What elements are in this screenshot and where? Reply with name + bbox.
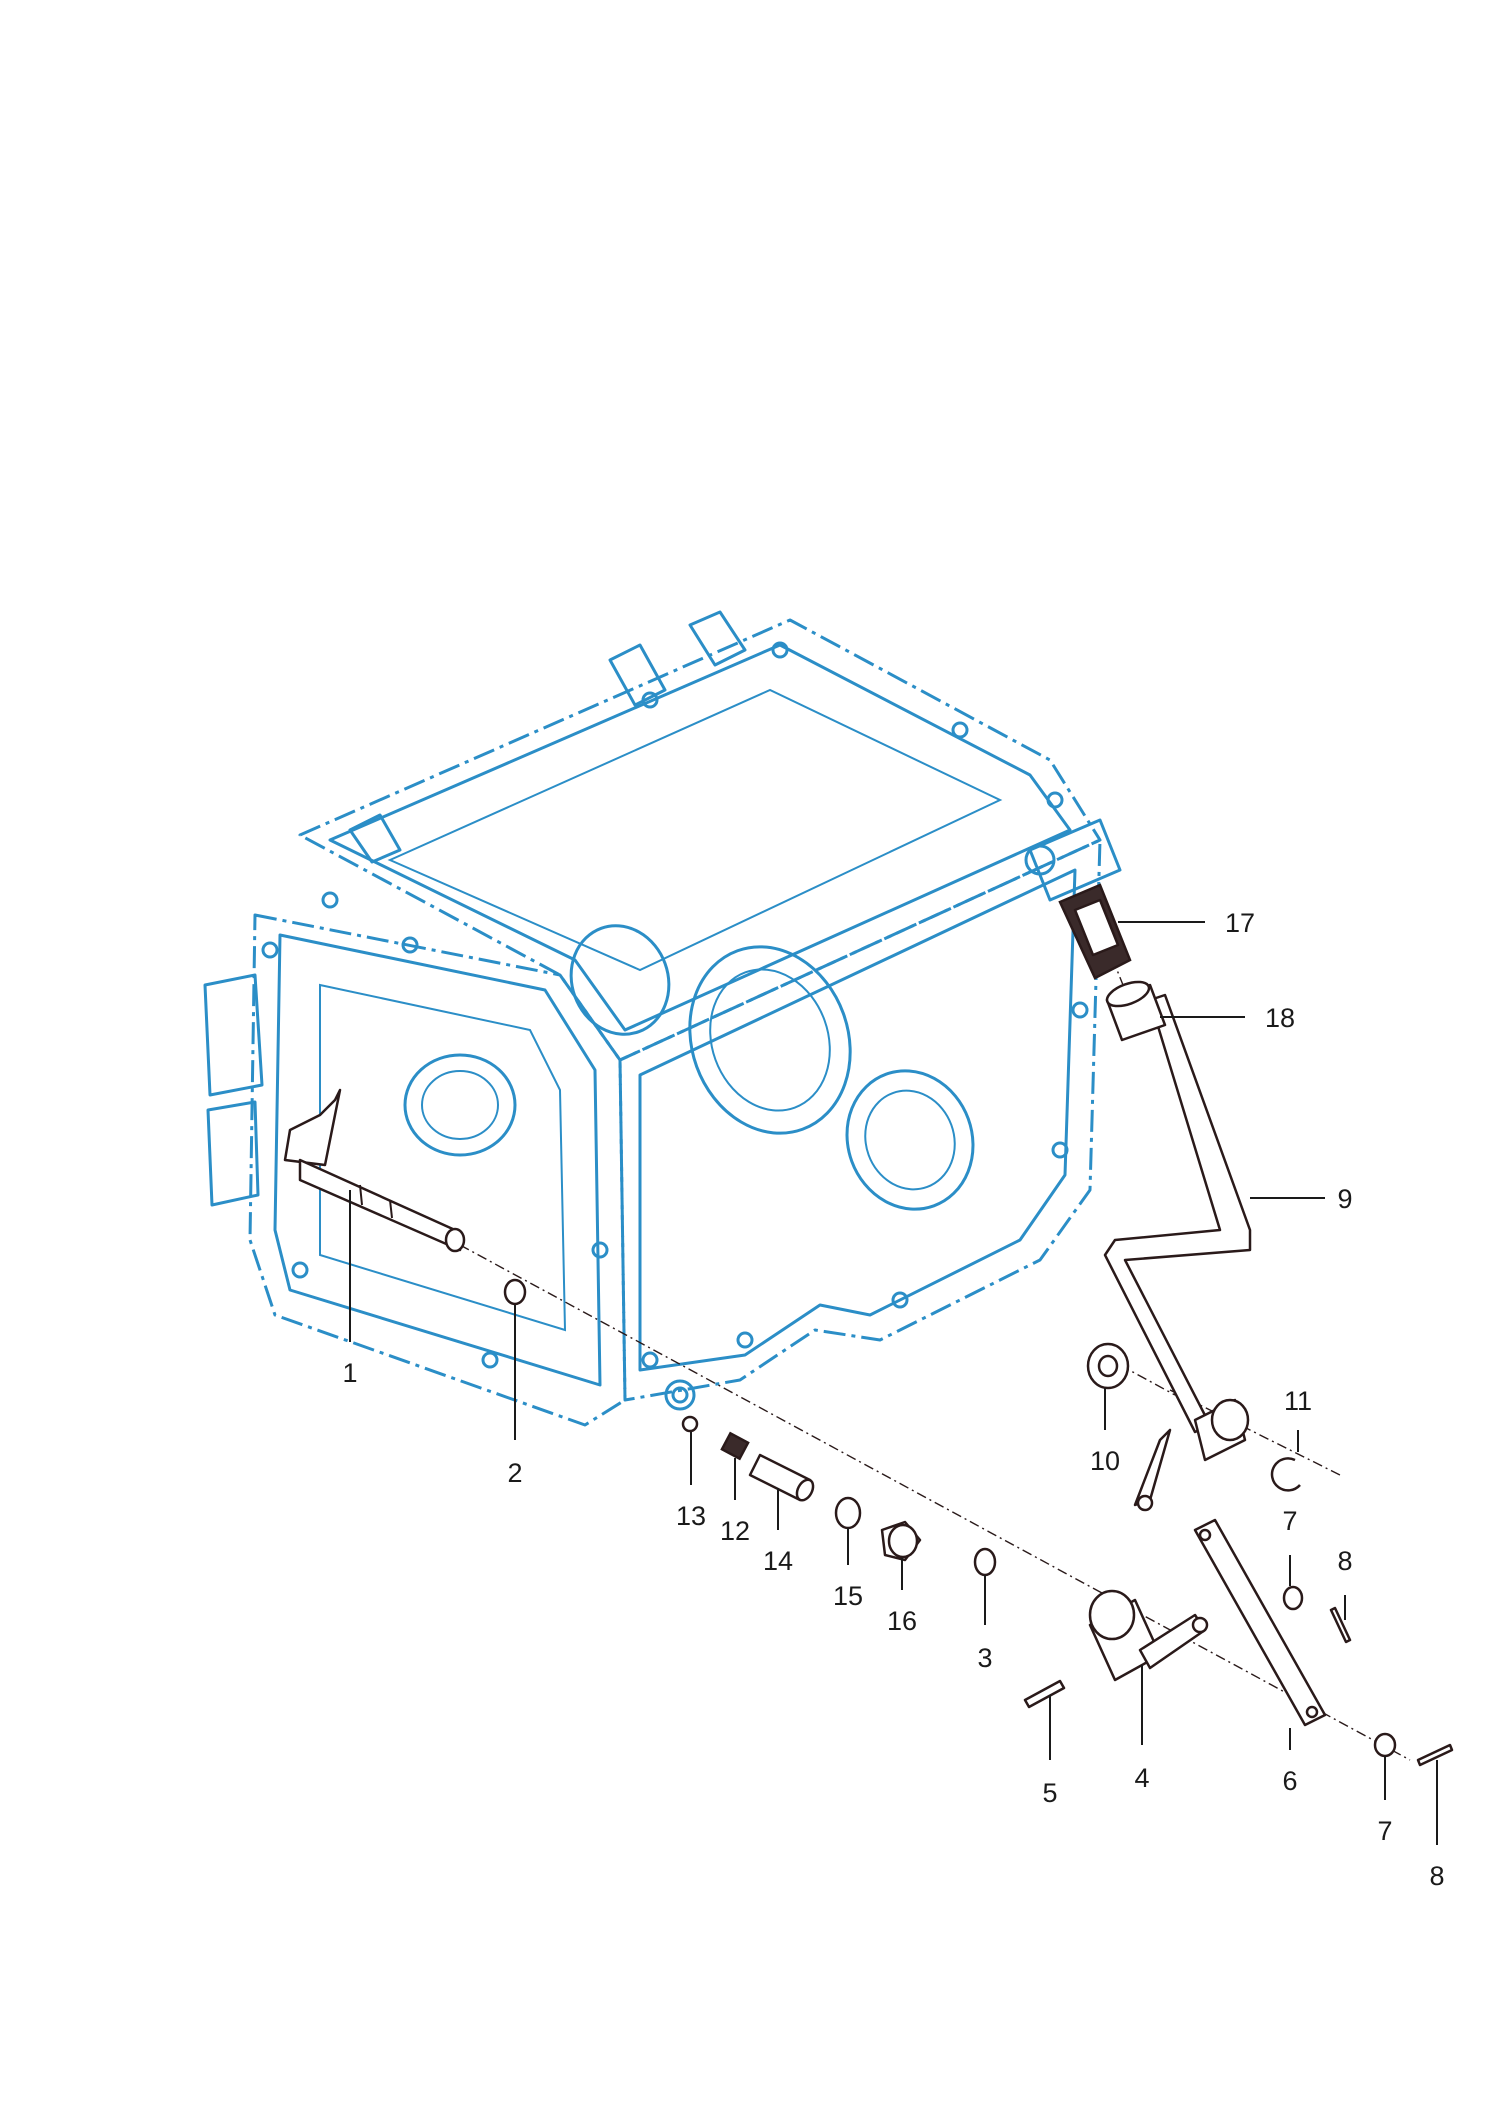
callout-16: 16 xyxy=(887,1606,917,1636)
spring-part xyxy=(720,1431,750,1461)
callout-9: 9 xyxy=(1337,1184,1352,1214)
callout-1: 1 xyxy=(342,1358,357,1388)
pedal-rod-part xyxy=(1103,993,1252,1512)
callout-4: 4 xyxy=(1134,1763,1149,1793)
callout-18: 18 xyxy=(1265,1003,1295,1033)
callout-7-lower: 7 xyxy=(1377,1816,1392,1846)
callout-6: 6 xyxy=(1282,1766,1297,1796)
link-plate-part xyxy=(1193,1518,1327,1727)
snap-ring-part xyxy=(973,1547,997,1577)
cotter-pin-lower-part xyxy=(1416,1743,1454,1767)
callout-7-upper: 7 xyxy=(1282,1506,1297,1536)
parts xyxy=(283,883,1454,1767)
sleeve-part xyxy=(1105,980,1167,1042)
ball-part xyxy=(681,1415,699,1433)
callout-10: 10 xyxy=(1090,1446,1120,1476)
callout-2: 2 xyxy=(507,1458,522,1488)
callout-15: 15 xyxy=(833,1581,863,1611)
callout-3: 3 xyxy=(977,1643,992,1673)
callout-leaders xyxy=(349,921,1438,1845)
callout-8-upper: 8 xyxy=(1337,1546,1352,1576)
callout-11: 11 xyxy=(1284,1386,1312,1416)
pedal-pad-part xyxy=(1058,883,1132,980)
shift-shaft-part xyxy=(283,1088,466,1253)
spring-pin-part xyxy=(1023,1679,1066,1709)
e-clip-part xyxy=(1270,1457,1301,1492)
callout-8-lower: 8 xyxy=(1429,1861,1444,1891)
transmission-housing xyxy=(203,610,1122,1427)
callout-12: 12 xyxy=(720,1516,750,1546)
cotter-pin-upper-part xyxy=(1329,1606,1352,1644)
plunger-part xyxy=(748,1453,815,1502)
washer-upper-part xyxy=(1282,1585,1304,1611)
callout-14: 14 xyxy=(763,1546,793,1576)
o-ring-part xyxy=(503,1278,527,1306)
plug-part xyxy=(880,1520,922,1562)
callout-labels: 1 2 3 4 5 6 7 7 8 8 9 10 11 12 13 14 15 … xyxy=(342,908,1444,1891)
lever-part xyxy=(1088,1589,1209,1682)
callout-5: 5 xyxy=(1042,1778,1057,1808)
callout-17: 17 xyxy=(1225,908,1255,938)
washer-lower-part xyxy=(1373,1732,1397,1758)
washer-part xyxy=(834,1496,862,1530)
bushing-washer-part xyxy=(1086,1342,1130,1390)
callout-13: 13 xyxy=(676,1501,706,1531)
